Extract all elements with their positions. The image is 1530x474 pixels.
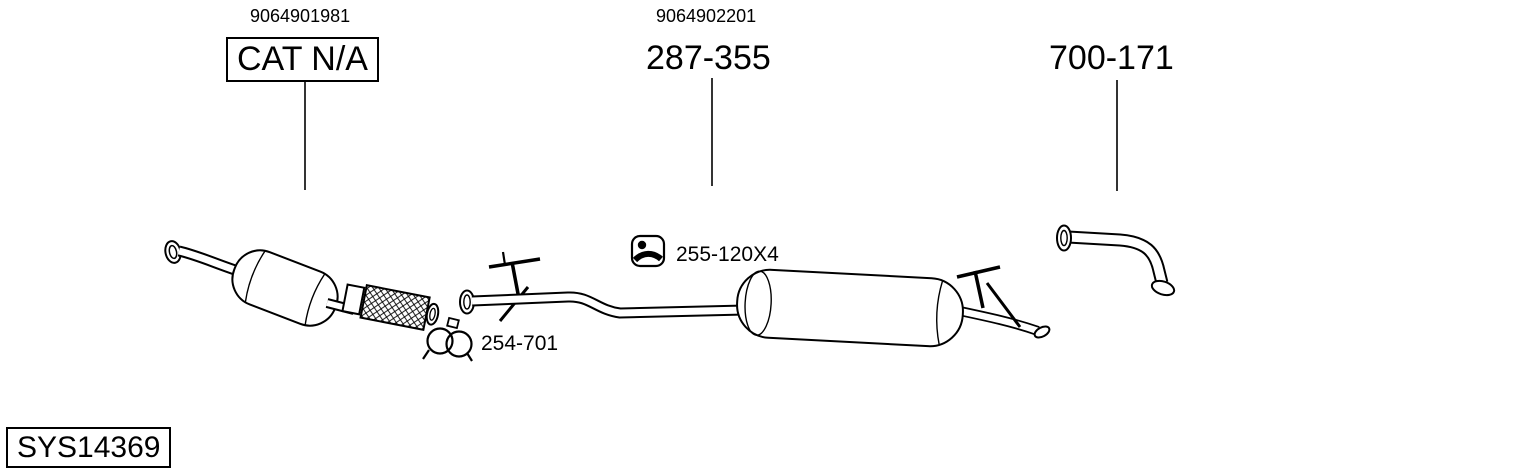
center-pipe-hanger-bracket	[488, 251, 541, 322]
rear-muffler	[736, 268, 964, 348]
cat-part-number: 9064901981	[250, 6, 351, 26]
center-pipe-flange	[459, 289, 475, 315]
cat-label: CAT N/A	[226, 37, 379, 83]
rear-pipe	[953, 305, 1051, 339]
front-flange	[164, 240, 182, 264]
rubber-hanger-icon	[630, 234, 666, 268]
exhaust-clamp-icon	[422, 316, 473, 362]
hanger-part-label: 255-120X4	[676, 243, 779, 266]
flex-pipe	[341, 283, 440, 331]
tail-pipe	[1056, 224, 1176, 297]
clamp-part-label: 254-701	[481, 332, 559, 355]
catalytic-converter	[231, 249, 339, 327]
tail-pipe-label: 700-171	[1049, 39, 1174, 77]
leader-lines	[304, 78, 1118, 191]
system-id-label: SYS14369	[6, 427, 172, 468]
rear-hanger-bracket	[956, 265, 1022, 328]
center-pipe	[471, 291, 746, 319]
mid-pipe-part-number: 9064902201	[656, 6, 757, 26]
mid-pipe-label: 287-355	[646, 39, 771, 77]
